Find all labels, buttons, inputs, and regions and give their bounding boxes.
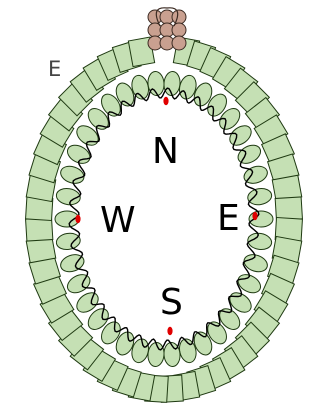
corner-label-e: E	[48, 57, 61, 81]
marker-north	[163, 97, 168, 105]
label-north: N	[152, 131, 179, 172]
clasp-bead	[172, 10, 186, 24]
oval-bead	[163, 71, 181, 96]
marker-west	[75, 215, 80, 223]
oval-bead	[55, 232, 81, 252]
square-bead	[26, 218, 53, 242]
oval-bead	[58, 163, 86, 186]
oval-bead	[147, 342, 165, 367]
clasp-bead	[172, 36, 186, 50]
oval-bead	[242, 252, 270, 275]
clasp-beads	[148, 8, 186, 50]
label-south: S	[160, 282, 183, 323]
marker-east	[252, 212, 257, 220]
label-west: W	[100, 200, 136, 241]
oval-bead	[247, 187, 273, 207]
marker-south	[167, 327, 172, 335]
square-bead	[275, 197, 302, 221]
oval-bead	[249, 211, 273, 227]
label-east: E	[217, 198, 240, 239]
